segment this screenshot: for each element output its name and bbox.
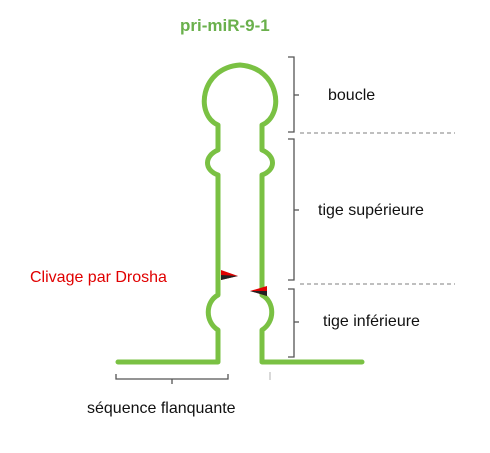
rna-hairpin-outline xyxy=(115,62,365,365)
upper-stem-bracket xyxy=(288,138,299,281)
cleavage-site-right xyxy=(250,286,267,296)
flanking-sequence-label: séquence flanquante xyxy=(87,400,236,417)
diagram-title: pri-miR-9-1 xyxy=(180,16,270,35)
loop-bracket xyxy=(288,56,299,133)
lower-stem-label: tige inférieure xyxy=(323,313,420,330)
lower-stem-bracket xyxy=(288,288,299,358)
loop-label: boucle xyxy=(328,87,376,104)
flanking-bracket xyxy=(115,374,229,384)
drosha-cleavage-label: Clivage par Drosha xyxy=(30,269,167,286)
cleavage-site-left xyxy=(221,270,238,280)
upper-stem-label: tige supérieure xyxy=(318,202,424,219)
